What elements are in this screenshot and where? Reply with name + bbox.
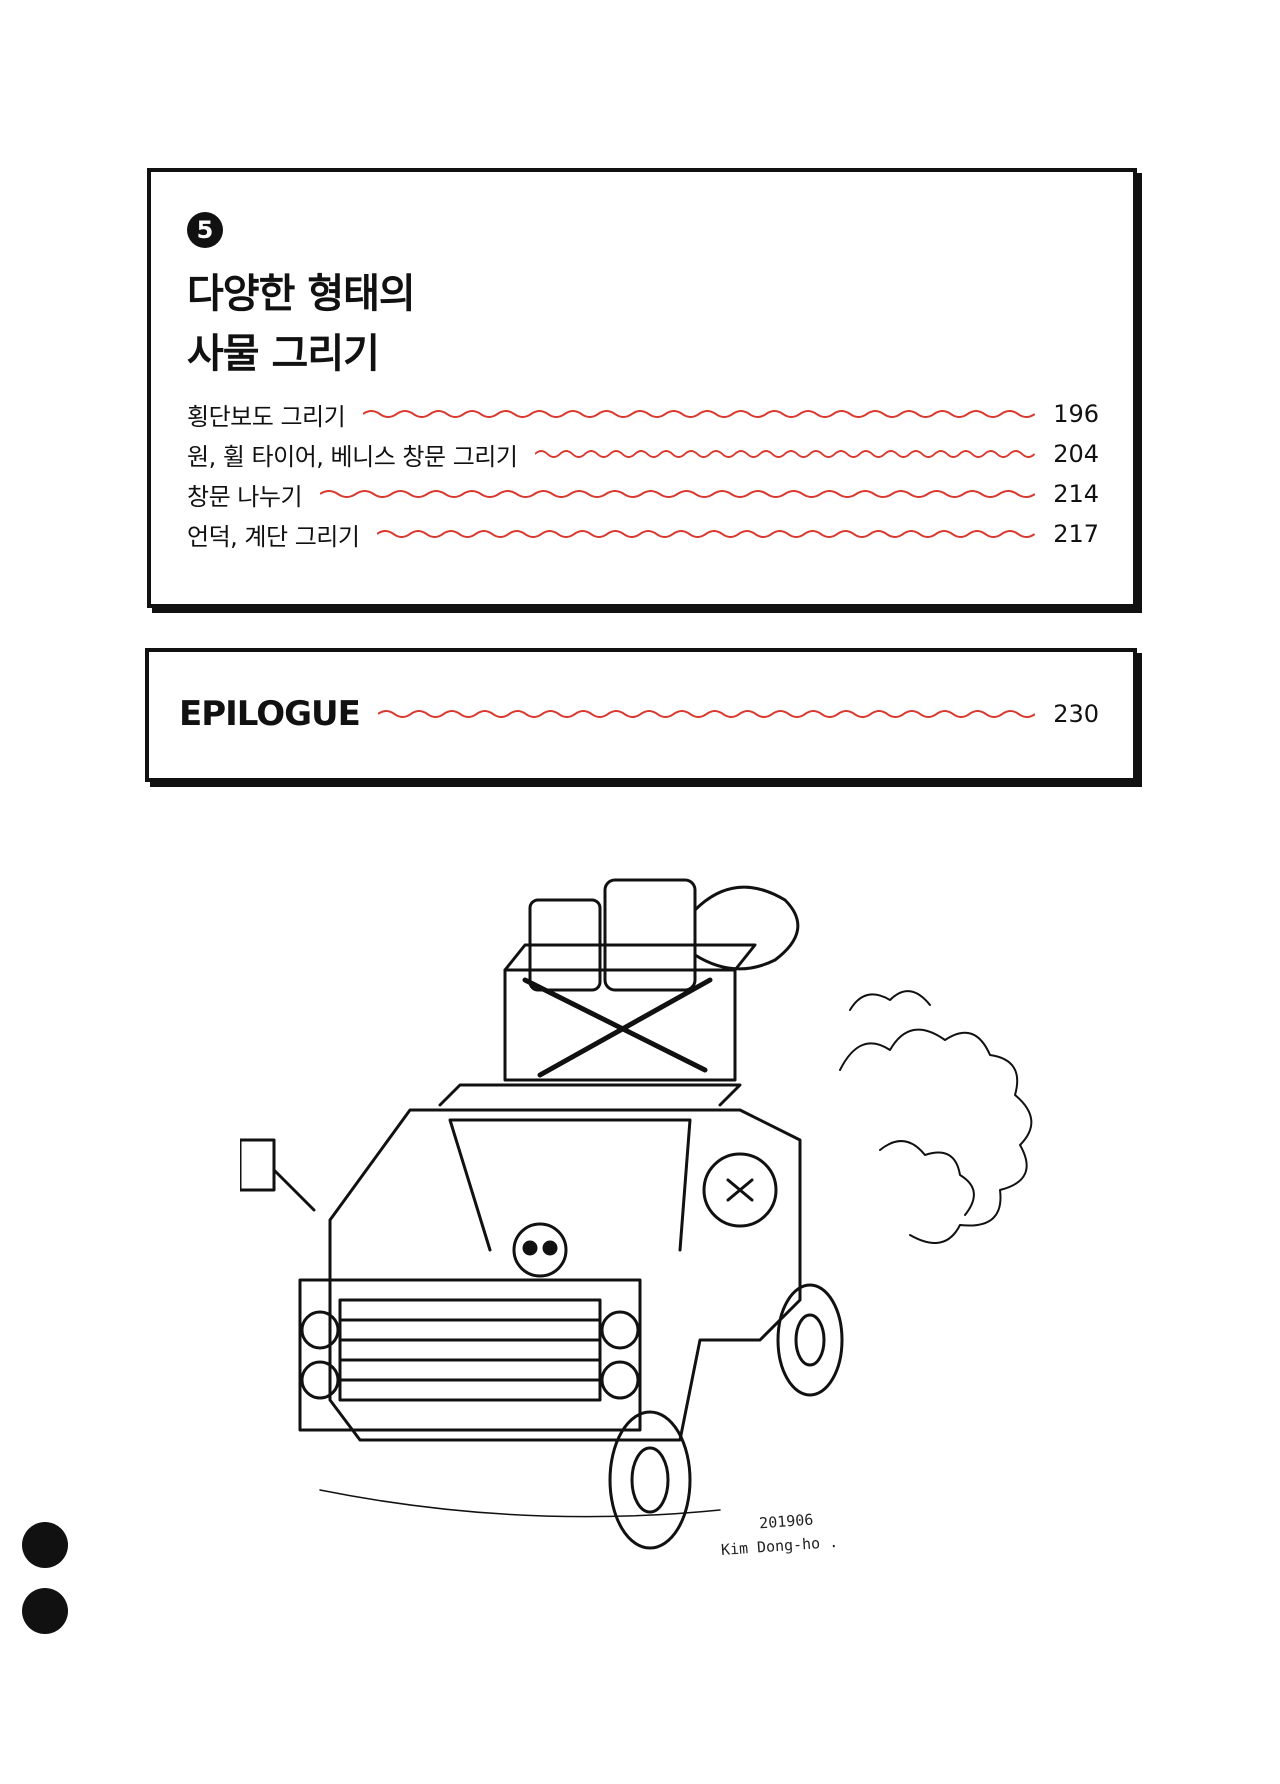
- front-wheel-icon: [608, 1410, 692, 1550]
- toc-entry[interactable]: 창문 나누기 214: [187, 474, 1099, 514]
- chapter-number-badge: 5: [187, 212, 223, 248]
- headlight-icon: [600, 1360, 640, 1400]
- toc-entry-page: 196: [1053, 400, 1099, 428]
- headlight-icon: [300, 1310, 340, 1350]
- rear-wheel-icon: [776, 1283, 844, 1397]
- character-head-icon: [702, 1152, 778, 1228]
- headlight-icon: [300, 1360, 340, 1400]
- epilogue-box: EPILOGUE 230: [145, 648, 1137, 782]
- wavy-leader-line: [377, 530, 1035, 538]
- toc-list: 횡단보도 그리기 196 원, 휠 타이어, 베니스 창문 그리기 204 창문…: [187, 394, 1099, 554]
- toc-entry-page: 217: [1053, 520, 1099, 548]
- binder-hole-icon: [22, 1588, 68, 1634]
- skull-decal-icon: [512, 1222, 568, 1278]
- toc-entry[interactable]: 원, 휠 타이어, 베니스 창문 그리기 204: [187, 434, 1099, 474]
- toc-entry-label: 원, 휠 타이어, 베니스 창문 그리기: [187, 442, 518, 471]
- chapter-title-line-1: 다양한 형태의: [187, 271, 416, 317]
- chapter-title-line-2: 사물 그리기: [187, 331, 380, 377]
- epilogue-entry[interactable]: EPILOGUE 230: [179, 690, 1099, 738]
- wavy-leader-line: [377, 710, 1035, 718]
- roof-rack-icon: [503, 968, 737, 1082]
- chapter-5-box: 5 다양한 형태의 사물 그리기 횡단보도 그리기 196 원, 휠 타이어, …: [147, 168, 1137, 608]
- toc-entry-label: 언덕, 계단 그리기: [187, 522, 360, 551]
- headlight-icon: [600, 1310, 640, 1350]
- toc-entry[interactable]: 언덕, 계단 그리기 217: [187, 514, 1099, 554]
- artist-signature: 201906 Kim Dong-ho .: [718, 1506, 838, 1562]
- jeep-grille-icon: [298, 1278, 642, 1432]
- wavy-leader-line: [363, 410, 1035, 418]
- toc-entry-page: 204: [1053, 440, 1099, 468]
- epilogue-page: 230: [1053, 700, 1099, 728]
- road-shadow-icon: [319, 1489, 721, 1518]
- epilogue-label: EPILOGUE: [179, 694, 361, 734]
- jerry-can-icon: [528, 898, 602, 992]
- toc-entry-label: 창문 나누기: [187, 482, 303, 511]
- chapter-title: 다양한 형태의 사물 그리기: [187, 264, 416, 384]
- toc-entry-page: 214: [1053, 480, 1099, 508]
- bag-icon: [693, 885, 800, 971]
- wavy-leader-line: [535, 450, 1035, 458]
- toc-entry[interactable]: 횡단보도 그리기 196: [187, 394, 1099, 434]
- dust-cloud-icon: [839, 990, 1033, 1244]
- wavy-leader-line: [320, 490, 1035, 498]
- binder-hole-icon: [22, 1522, 68, 1568]
- jeep-illustration: [240, 878, 1033, 1550]
- jeep-body-icon: [328, 1108, 802, 1442]
- toc-entry-label: 횡단보도 그리기: [187, 402, 346, 431]
- side-mirror-icon: [240, 1138, 276, 1192]
